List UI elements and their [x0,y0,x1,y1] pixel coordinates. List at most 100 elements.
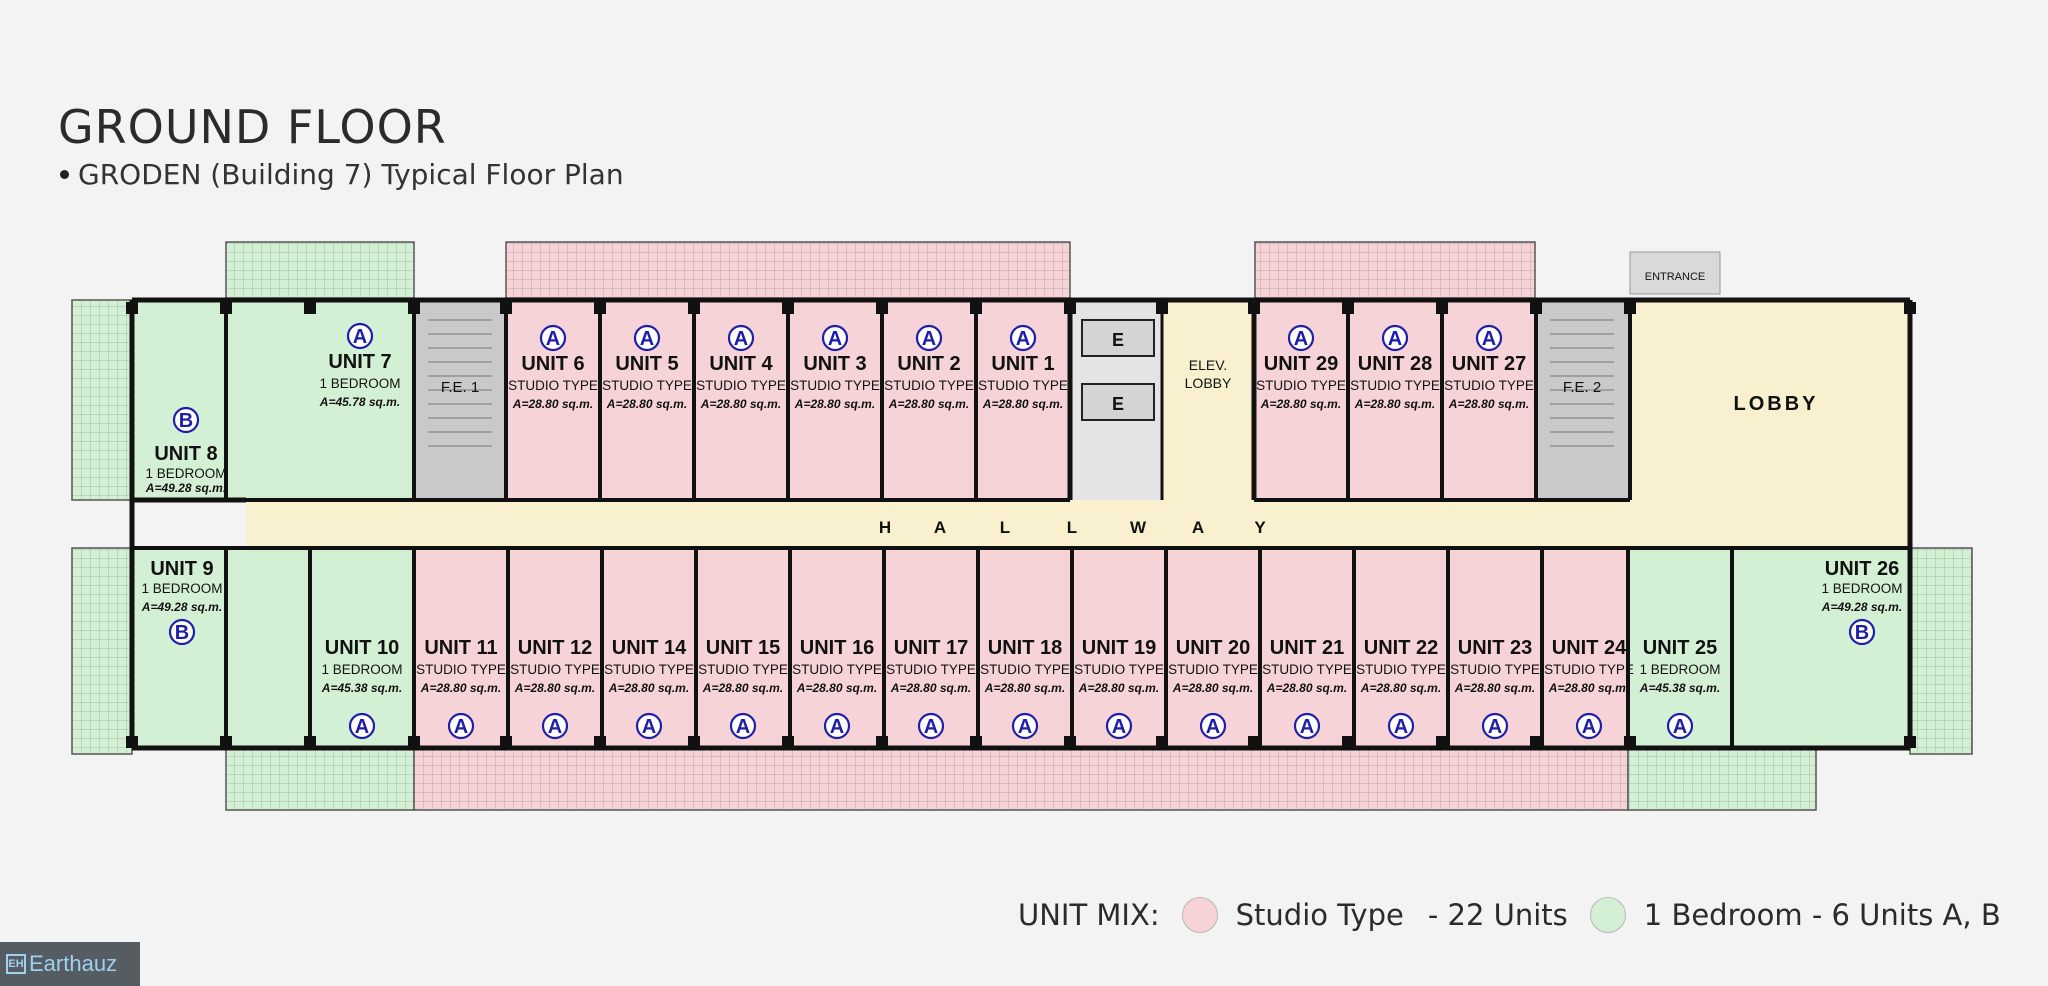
hallway-letter: A [1192,518,1204,537]
room-unit7 [226,300,414,500]
unit-marker: A [353,326,367,348]
unit-name: UNIT 5 [615,353,678,375]
balcony-unit7-hatch [226,242,414,302]
column [1904,302,1916,314]
unit-type: STUDIO TYPE [1256,378,1346,393]
column [220,736,232,748]
subtitle-text: GRODEN (Building 7) Typical Floor Plan [78,158,624,191]
unit-marker-ring [1666,712,1694,740]
unit-type: 1 BEDROOM [141,581,222,596]
column [1342,302,1354,314]
unit-type: STUDIO TYPE [792,662,882,677]
unit-marker: B [179,410,193,432]
unit-marker-ring [915,324,943,352]
unit-marker: B [175,622,189,644]
unit-area: A=45.38 sq.m. [321,681,402,695]
column [500,302,512,314]
hallway-letter: H [879,518,891,537]
unit-marker: A [454,716,468,738]
column [1342,736,1354,748]
unit-type: STUDIO TYPE [1356,662,1446,677]
entrance-label: ENTRANCE [1645,271,1706,283]
common-areas [246,251,1910,548]
column [126,736,138,748]
unit-marker: A [1016,328,1030,350]
unit-area: A=28.80 sq.m. [1172,681,1253,695]
hallway-letter: Y [1254,518,1266,537]
unit-area: A=28.80 sq.m. [1454,681,1535,695]
unit-marker: A [1488,716,1502,738]
column [1436,302,1448,314]
unit-type: STUDIO TYPE [508,378,598,393]
unit-mix-legend: UNIT MIX: Studio Type - 22 Units 1 Bedro… [1018,895,2011,935]
hallway-letter: L [1067,518,1077,537]
unit-area: A=28.80 sq.m. [1360,681,1441,695]
column [1904,736,1916,748]
unit-marker: A [1294,328,1308,350]
unit-type: STUDIO TYPE [1074,662,1164,677]
walls [126,297,1916,751]
logo-text: Earthauz [29,951,118,976]
unit-area: A=28.80 sq.m. [1548,681,1629,695]
hallway-letter: A [934,518,946,537]
unit-type: 1 BEDROOM [145,466,226,481]
unit-area: A=28.80 sq.m. [608,681,689,695]
legend-count-studio: - 22 Units [1427,898,1568,932]
balcony-unit9-hatch [72,548,132,754]
column [220,302,232,314]
unit-marker: A [828,328,842,350]
unit-marker: A [1673,716,1687,738]
unit-area: A=28.80 sq.m. [514,681,595,695]
earthauz-logo[interactable]: EH Earthauz [0,942,140,986]
logo-icon: EH [6,954,26,974]
balcony-unit25-hatch [1628,748,1816,810]
elev-lobby-label: ELEV. [1189,357,1227,373]
unit-area: A=28.80 sq.m. [888,397,969,411]
unit-name: UNIT 28 [1358,353,1432,375]
unit-marker: A [736,716,750,738]
unit-marker: A [1300,716,1314,738]
balcony-studios-bottom-hatch [414,748,1628,810]
unit-name: UNIT 9 [150,558,213,580]
unit-marker: A [830,716,844,738]
column [1156,302,1168,314]
fe2-label: F.E. 2 [1563,379,1601,396]
unit-name: UNIT 12 [518,637,592,659]
column [970,302,982,314]
unit-marker-ring [729,712,757,740]
unit-name: UNIT 19 [1082,637,1156,659]
hallway [246,500,1910,548]
column [304,736,316,748]
unit-type: STUDIO TYPE [886,662,976,677]
unit-type: STUDIO TYPE [790,378,880,393]
unit-marker-ring [917,712,945,740]
column [1248,302,1260,314]
balconies [71,241,1973,811]
unit-area: A=28.80 sq.m. [1266,681,1347,695]
legend-label-studio: Studio Type [1235,898,1404,932]
column [688,302,700,314]
unit-name: UNIT 23 [1458,637,1532,659]
unit-type: STUDIO TYPE [416,662,506,677]
unit-area: A=49.28 sq.m. [145,481,226,495]
unit-marker: A [642,716,656,738]
balcony-units-27-29-hatch [1255,242,1535,302]
unit-area: A=49.28 sq.m. [141,600,222,614]
column [304,302,316,314]
unit-marker-ring [539,324,567,352]
balcony-unit8-hatch [72,300,132,500]
unit-marker-ring [1011,712,1039,740]
column [126,302,138,314]
unit-name: UNIT 2 [897,353,960,375]
unit-type: STUDIO TYPE [980,662,1070,677]
unit-area: A=28.80 sq.m. [700,397,781,411]
unit-marker-ring [541,712,569,740]
unit-marker: A [1206,716,1220,738]
bullet-icon [60,169,69,179]
unit-marker: A [1388,328,1402,350]
unit-type: STUDIO TYPE [1168,662,1258,677]
column [1624,736,1636,748]
unit-marker: A [1582,716,1596,738]
column [594,736,606,748]
unit-area: A=28.80 sq.m. [1448,397,1529,411]
